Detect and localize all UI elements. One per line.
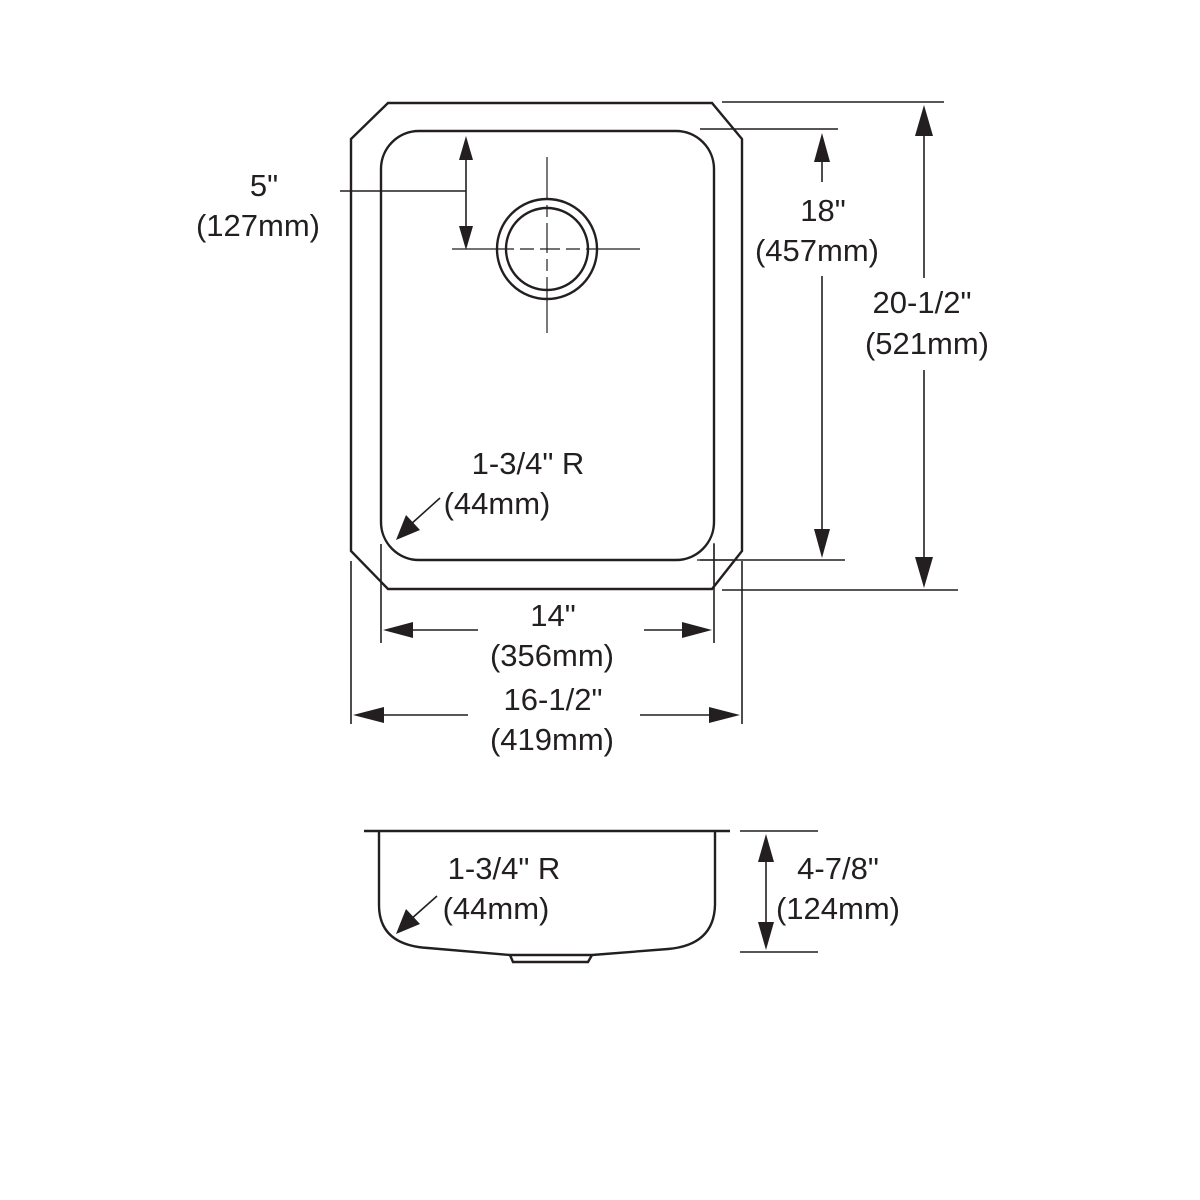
bowl-length-dimension: 18" (457mm) [700, 128, 879, 561]
depth-metric: (124mm) [776, 891, 900, 926]
bowl-corner-radius-callout: 1-3/4" R (44mm) [396, 446, 584, 540]
side-corner-radius-imperial: 1-3/4" R [448, 851, 561, 886]
bowl-width-imperial: 14" [530, 598, 576, 633]
overall-width-metric: (419mm) [490, 722, 614, 757]
bowl-length-metric: (457mm) [755, 233, 879, 268]
sink-bowl [379, 129, 716, 562]
drain-offset-imperial: 5" [250, 168, 278, 203]
side-corner-radius-metric: (44mm) [443, 891, 550, 926]
bowl-length-imperial: 18" [800, 193, 846, 228]
drain-outlet [452, 157, 640, 333]
bowl-corner-radius-metric: (44mm) [444, 486, 551, 521]
overall-length-dimension: 20-1/2" (521mm) [722, 101, 989, 591]
overall-width-imperial: 16-1/2" [504, 682, 603, 717]
overall-width-dimension: 16-1/2" (419mm) [350, 561, 743, 757]
drain-offset-metric: (127mm) [196, 208, 320, 243]
bowl-width-dimension: 14" (356mm) [380, 544, 715, 673]
top-view: 5" (127mm) 18" (457mm) 20-1/2" (521mm) [196, 101, 989, 757]
depth-imperial: 4-7/8" [797, 851, 879, 886]
side-view: 1-3/4" R (44mm) 4-7/8" (124mm) [364, 829, 900, 964]
drain-offset-dimension: 5" (127mm) [196, 136, 473, 250]
overall-length-imperial: 20-1/2" [873, 285, 972, 320]
sink-outer-rim [349, 101, 744, 591]
depth-dimension: 4-7/8" (124mm) [740, 830, 900, 953]
side-corner-radius-callout: 1-3/4" R (44mm) [396, 851, 560, 934]
bowl-corner-radius-imperial: 1-3/4" R [472, 446, 585, 481]
bowl-width-metric: (356mm) [490, 638, 614, 673]
overall-length-metric: (521mm) [865, 326, 989, 361]
